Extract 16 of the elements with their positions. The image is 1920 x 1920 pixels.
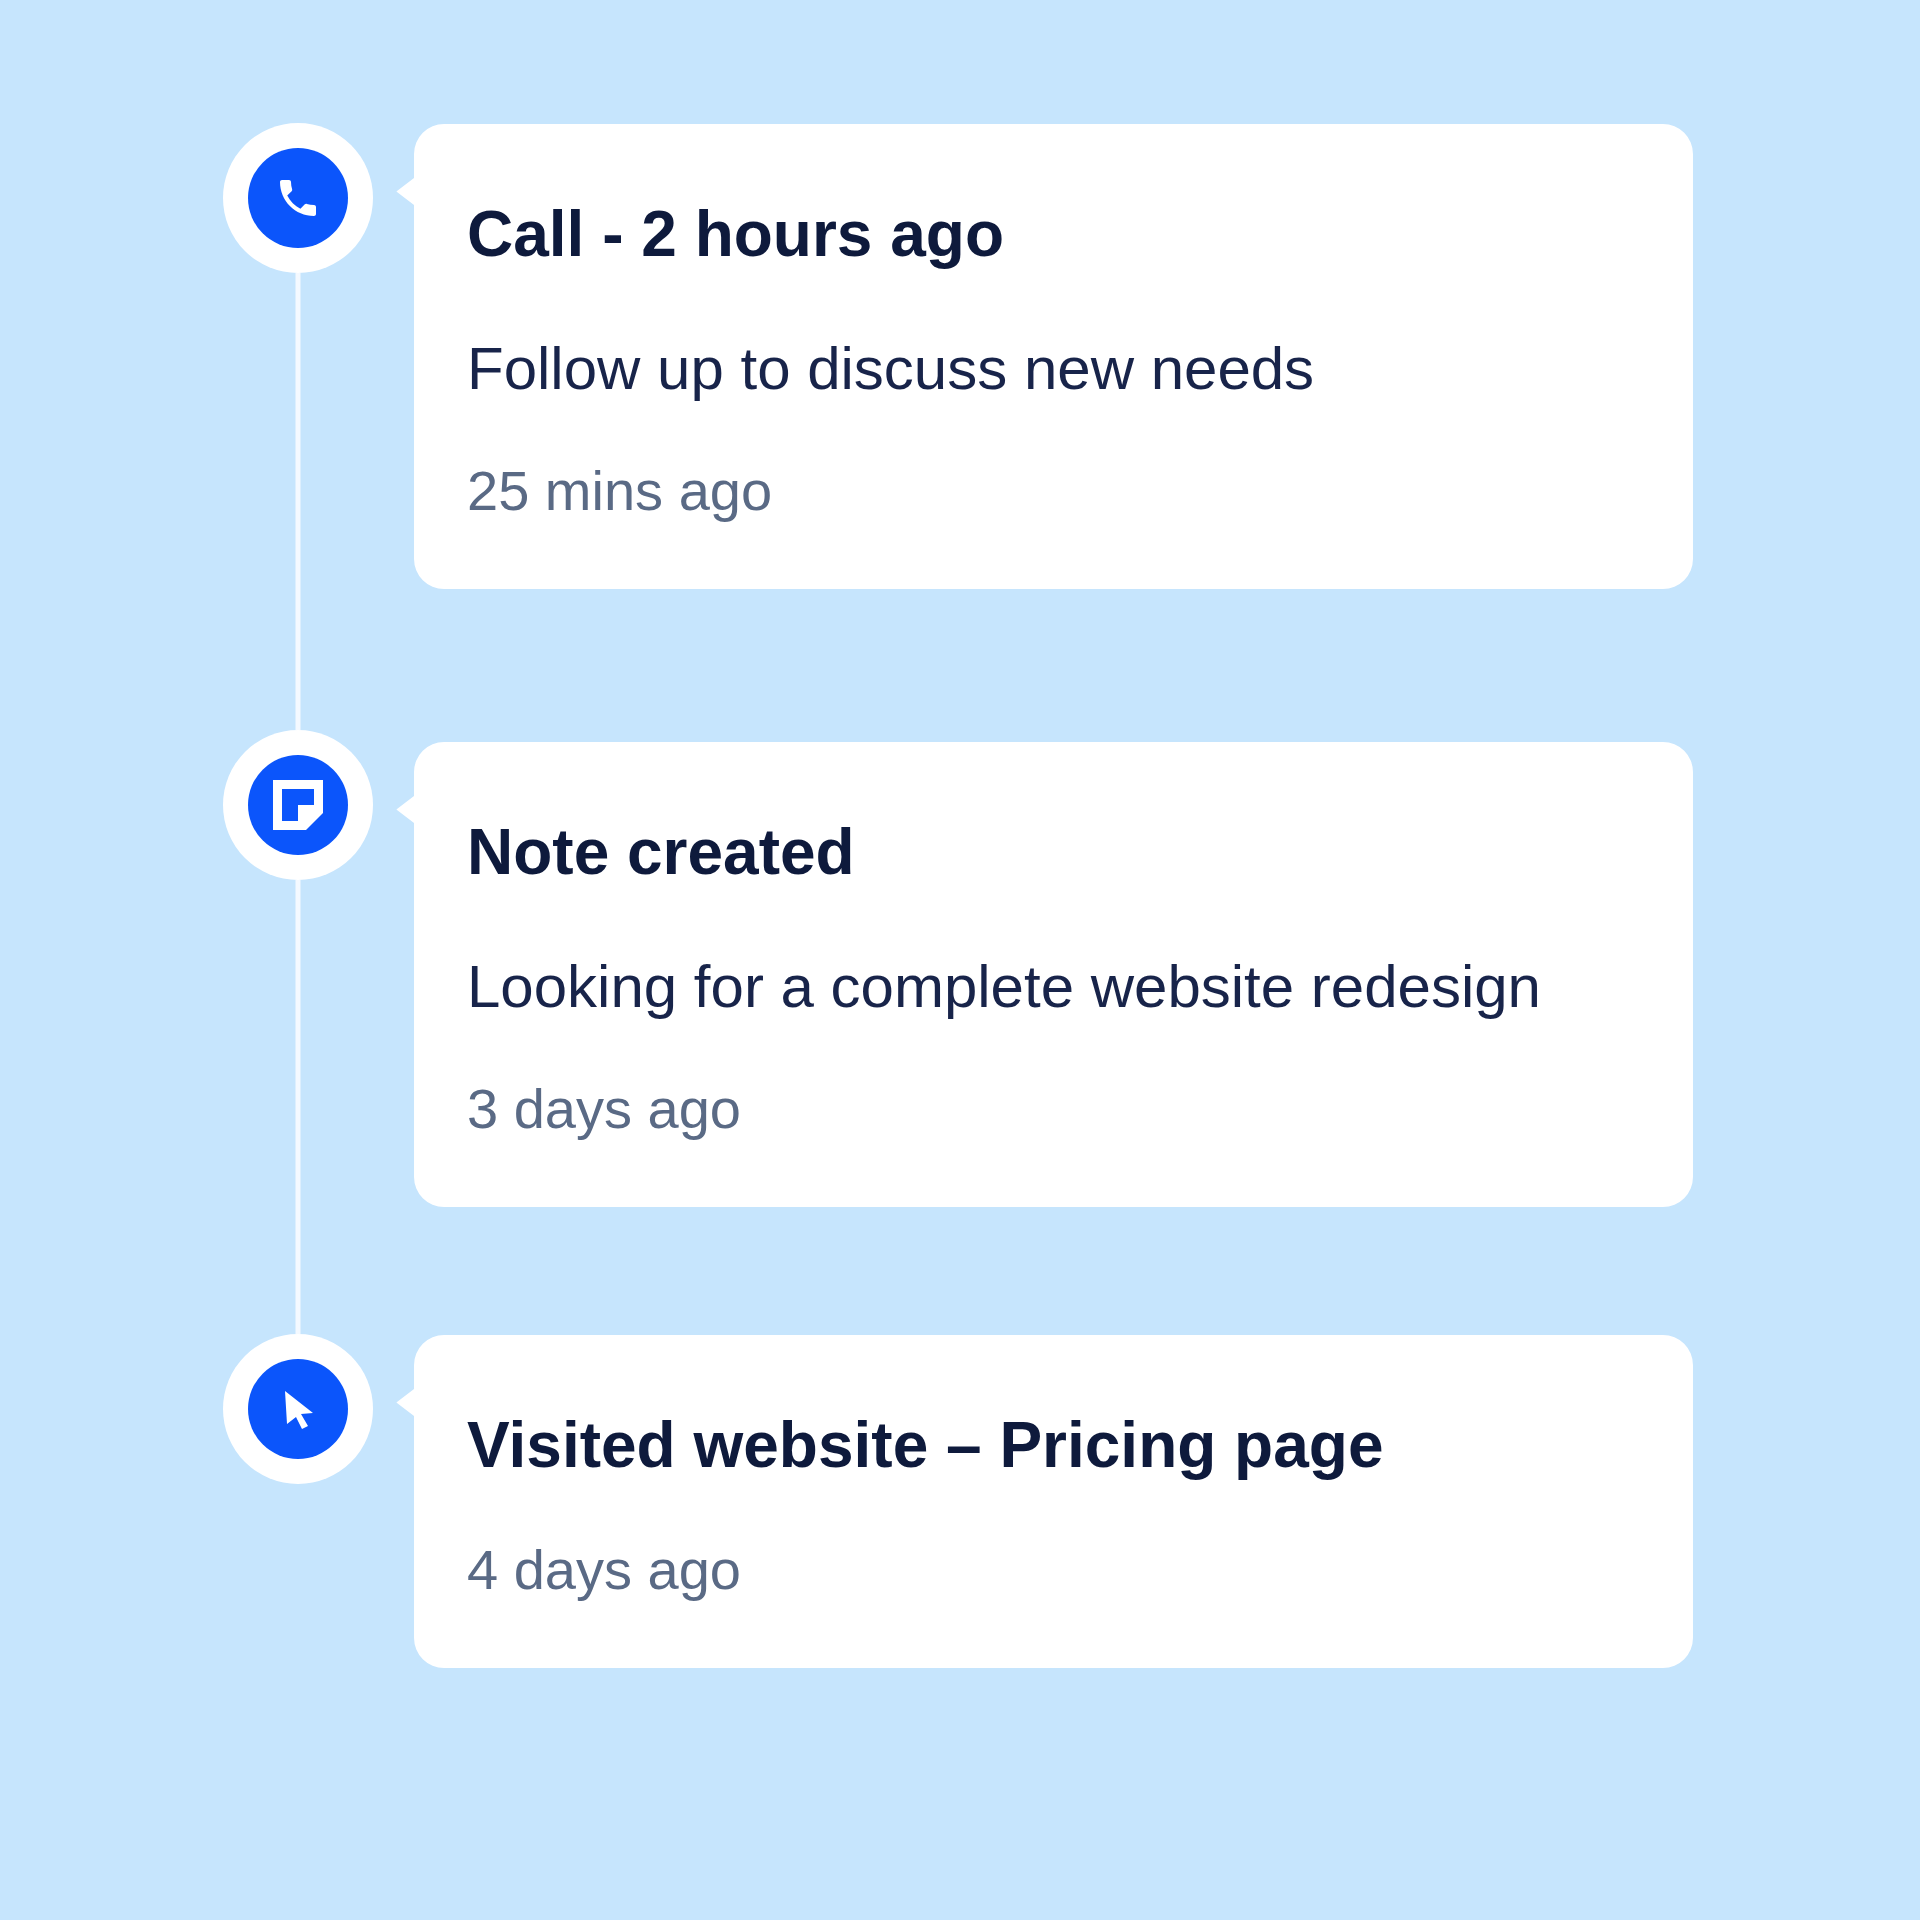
timestamp: 25 mins ago [467, 457, 773, 524]
timeline-connector [295, 273, 301, 730]
card-title: Note created [467, 815, 855, 890]
card-description: Looking for a complete website redesign [467, 951, 1541, 1022]
note-icon [223, 730, 373, 880]
activity-card [396, 124, 1693, 589]
card-description: Follow up to discuss new needs [467, 333, 1315, 404]
activity-card [396, 1335, 1693, 1668]
timeline-connector [295, 880, 301, 1334]
phone-icon [223, 123, 373, 273]
activity-card [396, 742, 1693, 1207]
timestamp: 4 days ago [467, 1536, 741, 1603]
card-title: Visited website – Pricing page [467, 1408, 1384, 1483]
timestamp: 3 days ago [467, 1075, 741, 1142]
card-title: Call - 2 hours ago [467, 197, 1004, 272]
cursor-icon [223, 1334, 373, 1484]
